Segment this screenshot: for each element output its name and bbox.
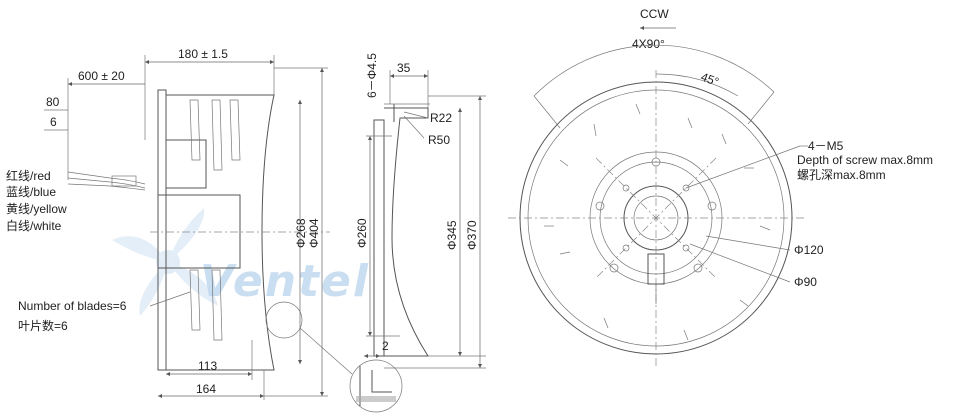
watermark-text: Ventel	[200, 256, 370, 307]
dim-diameter-outer: Φ404	[307, 218, 321, 248]
screw-depth-cn: 螺孔深max.8mm	[797, 168, 886, 182]
dim-overall-depth: 180 ± 1.5	[178, 47, 228, 61]
blades-label-en: Number of blades=6	[18, 299, 127, 313]
dim-inlet-diameter: Φ260	[355, 218, 369, 248]
watermark: Ventel	[112, 208, 370, 316]
dim-radius-small: R22	[430, 111, 452, 125]
dim-radius-large: R50	[428, 133, 450, 147]
wire-red-label: 红线/red	[6, 168, 51, 183]
side-view: 180 ± 1.5 600 ± 20 80 6 红线/red 蓝线/blue 黄…	[6, 47, 353, 400]
dim-strip-80: 80	[46, 95, 60, 109]
thread-spec-label: 4－M5	[808, 139, 844, 153]
dim-lead-length: 600 ± 20	[78, 69, 125, 83]
hole-spacing-label: 4X90°	[632, 37, 665, 51]
dim-holes: 6－Φ4.5	[365, 53, 379, 98]
section-view: 6－Φ4.5 35 R22 R50 Φ260 Φ345 Φ370 2	[349, 53, 486, 413]
blades-label-cn: 叶片数=6	[18, 318, 68, 333]
dim-detail-gap: 2	[382, 339, 389, 353]
dim-strip-6: 6	[50, 115, 57, 129]
dim-bolt-circle: Φ345	[445, 220, 459, 250]
angle-label: 45°	[699, 70, 721, 89]
dim-outer-diameter: Φ370	[465, 220, 479, 250]
circle-120-label: Φ120	[794, 243, 824, 257]
blade-slots	[544, 103, 771, 341]
dim-offset-35: 35	[397, 61, 411, 75]
screw-depth-en: Depth of screw max.8mm	[797, 153, 933, 167]
wire-blue-label: 蓝线/blue	[6, 185, 56, 199]
wire-yellow-label: 黄线/yellow	[6, 202, 67, 216]
rotation-label: CCW	[640, 7, 669, 21]
wire-white-label: 白线/white	[6, 218, 62, 233]
dim-164: 164	[196, 382, 216, 396]
dim-diameter-inner: Φ268	[294, 218, 308, 248]
circle-90-label: Φ90	[794, 275, 817, 289]
dim-113: 113	[198, 359, 217, 373]
front-view: CCW 4X90° 45°	[508, 7, 933, 366]
